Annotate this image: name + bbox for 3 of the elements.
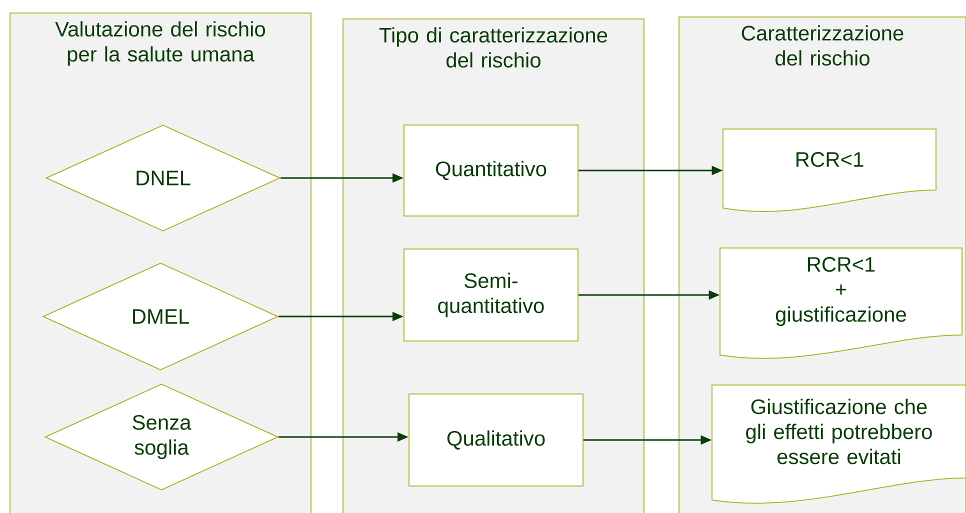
process-box: Qualitativo bbox=[408, 394, 584, 486]
process-box: Quantitativo bbox=[404, 124, 578, 216]
process-box: Semi- quantitativo bbox=[404, 248, 578, 342]
